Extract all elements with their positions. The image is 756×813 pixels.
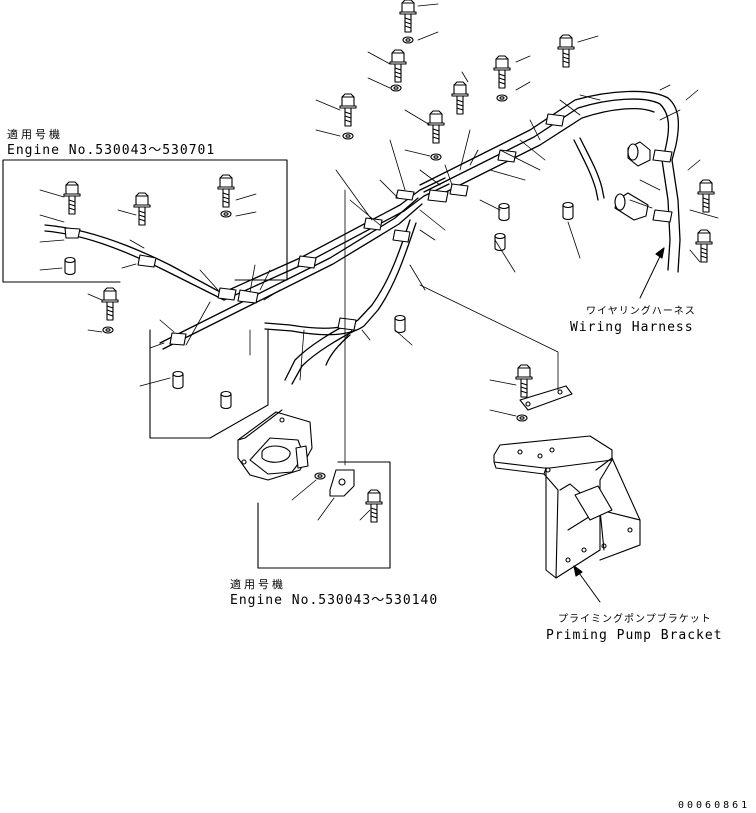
wiring-harness-label-en: Wiring Harness — [570, 320, 694, 335]
right-collars — [614, 141, 651, 221]
collars — [64, 201, 574, 410]
applicable-frame-top — [2, 159, 288, 439]
bracket-plate — [519, 385, 573, 411]
priming-pump — [237, 409, 313, 481]
applicable-frame-bottom — [257, 461, 391, 569]
applicable-label-top-jp: 適用号機 — [7, 128, 63, 141]
leader-lines — [39, 3, 719, 521]
priming-pump-bracket-label-en: Priming Pump Bracket — [546, 628, 723, 643]
wiring-harness-arrow — [639, 247, 665, 299]
wiring-harness-label-jp: ワイヤリングハーネス — [586, 306, 696, 317]
applicable-label-bottom-en: Engine No.530043～530140 — [230, 593, 439, 608]
harness-tubes — [44, 90, 681, 385]
applicable-label-bottom-jp: 適用号機 — [230, 578, 286, 591]
priming-pump-bracket-label-jp: プライミングポンプブラケット — [558, 614, 712, 625]
priming-pump-bracket — [493, 435, 641, 579]
small-bracket — [329, 469, 355, 497]
priming-bracket-arrow — [573, 565, 601, 603]
drawing-code: 00060861 — [678, 800, 751, 811]
harness-clamps — [64, 113, 673, 346]
applicable-label-top-en: Engine No.530043～530701 — [7, 143, 216, 158]
